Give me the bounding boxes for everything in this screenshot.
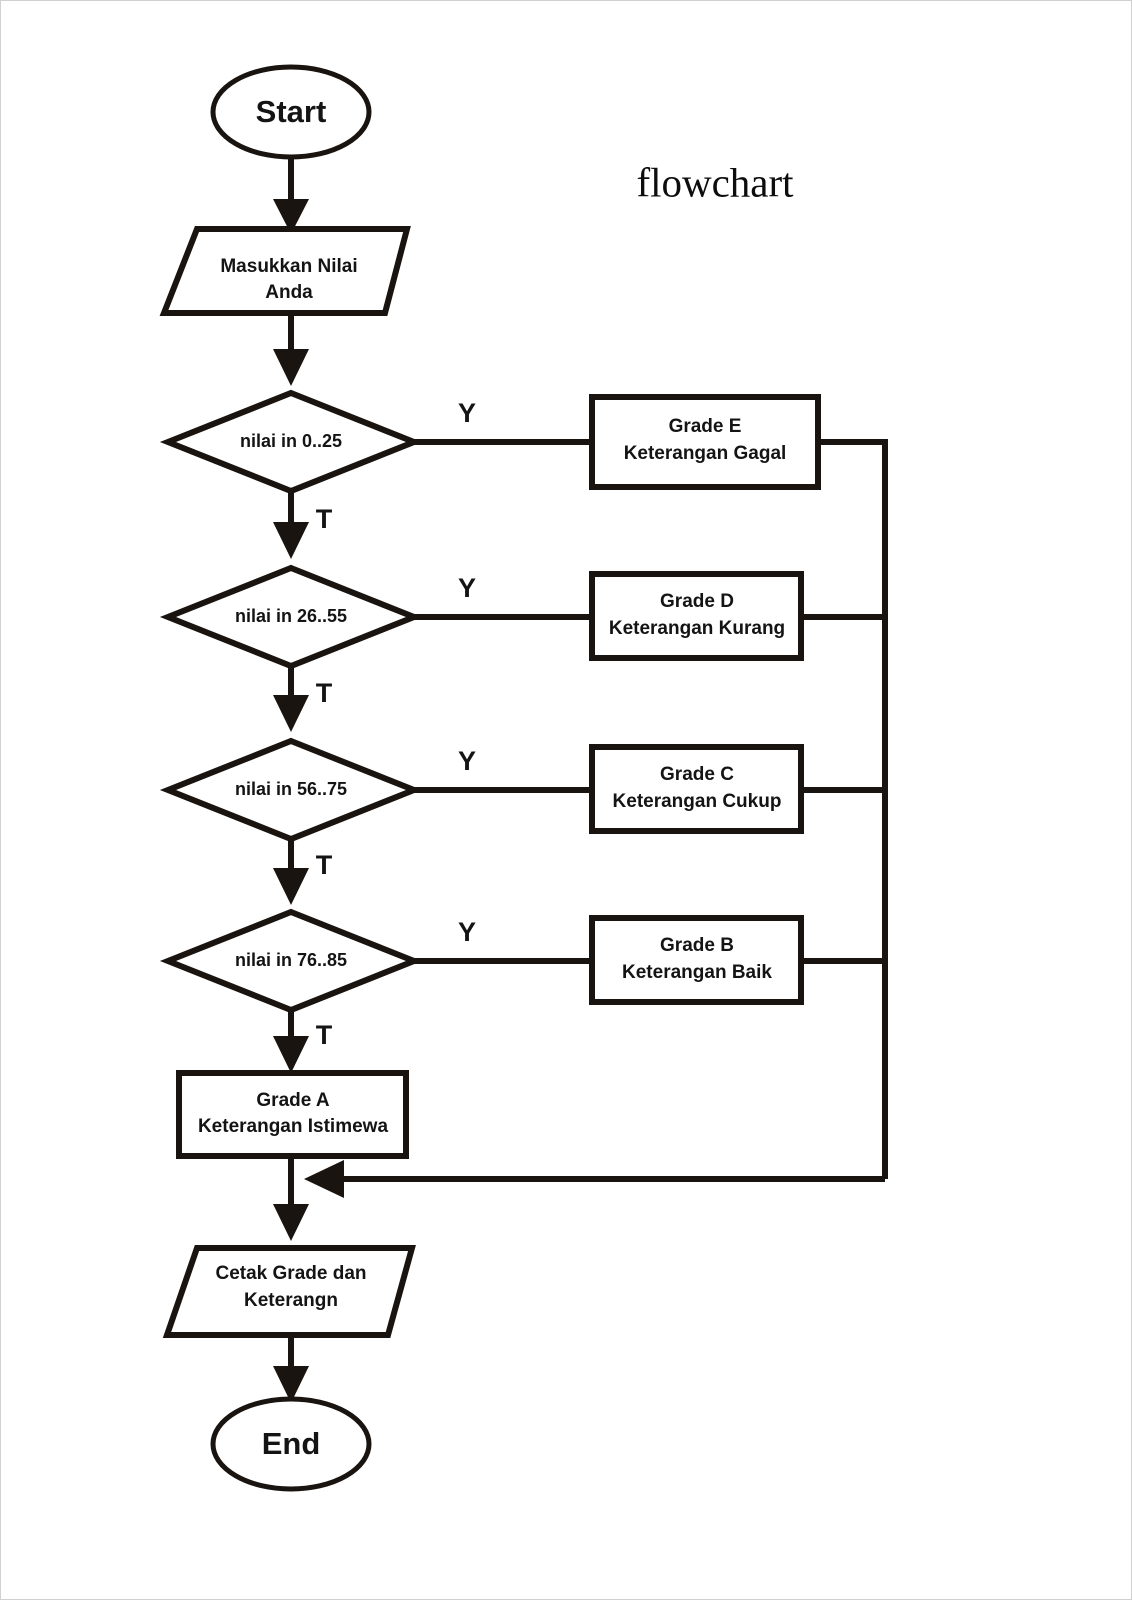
node-gradeD-line2: Keterangan Kurang (609, 618, 785, 639)
connector-decision4-no (273, 1010, 309, 1073)
node-grade-e[interactable]: Grade E Keterangan Gagal (589, 394, 821, 490)
node-decision-0-25[interactable]: nilai in 0..25 (159, 389, 423, 495)
node-decision2-label: nilai in 26..55 (235, 606, 347, 626)
node-start[interactable]: Start (210, 64, 372, 160)
branch-label-no-4: T (316, 1020, 333, 1050)
node-grade-b[interactable]: Grade B Keterangan Baik (589, 915, 804, 1005)
connector-start-to-input (273, 156, 309, 234)
node-gradeB-line1: Grade B (660, 935, 734, 956)
node-input-line2: Anda (265, 282, 313, 303)
node-input-line1: Masukkan Nilai (220, 256, 357, 277)
connector-output-to-end (273, 1335, 309, 1403)
node-output-line1: Cetak Grade dan (216, 1263, 367, 1284)
node-decision4-label: nilai in 76..85 (235, 950, 347, 970)
branch-label-yes-4: Y (458, 917, 476, 947)
node-output-line2: Keterangn (244, 1290, 338, 1311)
branch-label-no-2: T (316, 678, 333, 708)
branch-label-no-1: T (316, 504, 333, 534)
node-end[interactable]: End (210, 1396, 372, 1492)
node-decision-26-55[interactable]: nilai in 26..55 (159, 564, 423, 670)
connector-gradeA-to-output (273, 1156, 309, 1241)
connector-bus-merge (304, 1160, 885, 1198)
branch-label-yes-3: Y (458, 746, 476, 776)
connector-gradeE-to-bus (818, 439, 888, 1179)
node-output-cetak[interactable]: Cetak Grade dan Keterangn (162, 1245, 416, 1338)
node-gradeC-line1: Grade C (660, 764, 734, 785)
page-title: flowchart (636, 159, 794, 205)
node-grade-d[interactable]: Grade D Keterangan Kurang (589, 571, 804, 661)
node-gradeD-line1: Grade D (660, 591, 734, 612)
node-grade-c[interactable]: Grade C Keterangan Cukup (589, 744, 804, 834)
node-gradeC-line2: Keterangan Cukup (613, 791, 782, 812)
branch-label-yes-2: Y (458, 573, 476, 603)
node-end-label: End (262, 1426, 321, 1461)
node-decision3-label: nilai in 56..75 (235, 779, 347, 799)
connector-decision1-no (273, 491, 309, 559)
node-gradeE-line2: Keterangan Gagal (624, 443, 787, 464)
node-decision-76-85[interactable]: nilai in 76..85 (159, 908, 423, 1014)
connector-decision2-no (273, 666, 309, 732)
node-gradeE-line1: Grade E (669, 416, 742, 437)
node-grade-a[interactable]: Grade A Keterangan Istimewa (176, 1070, 409, 1159)
node-gradeA-line1: Grade A (256, 1090, 329, 1111)
node-decision-56-75[interactable]: nilai in 56..75 (159, 737, 423, 843)
branch-label-yes-1: Y (458, 398, 476, 428)
connector-decision3-no (273, 839, 309, 905)
node-decision1-label: nilai in 0..25 (240, 431, 342, 451)
node-gradeB-line2: Keterangan Baik (622, 962, 772, 983)
branch-label-no-3: T (316, 850, 333, 880)
node-start-label: Start (256, 94, 327, 129)
connector-input-to-decision1 (273, 313, 309, 386)
node-input-nilai[interactable]: Masukkan Nilai Anda (159, 226, 411, 316)
node-gradeA-line2: Keterangan Istimewa (198, 1116, 388, 1137)
